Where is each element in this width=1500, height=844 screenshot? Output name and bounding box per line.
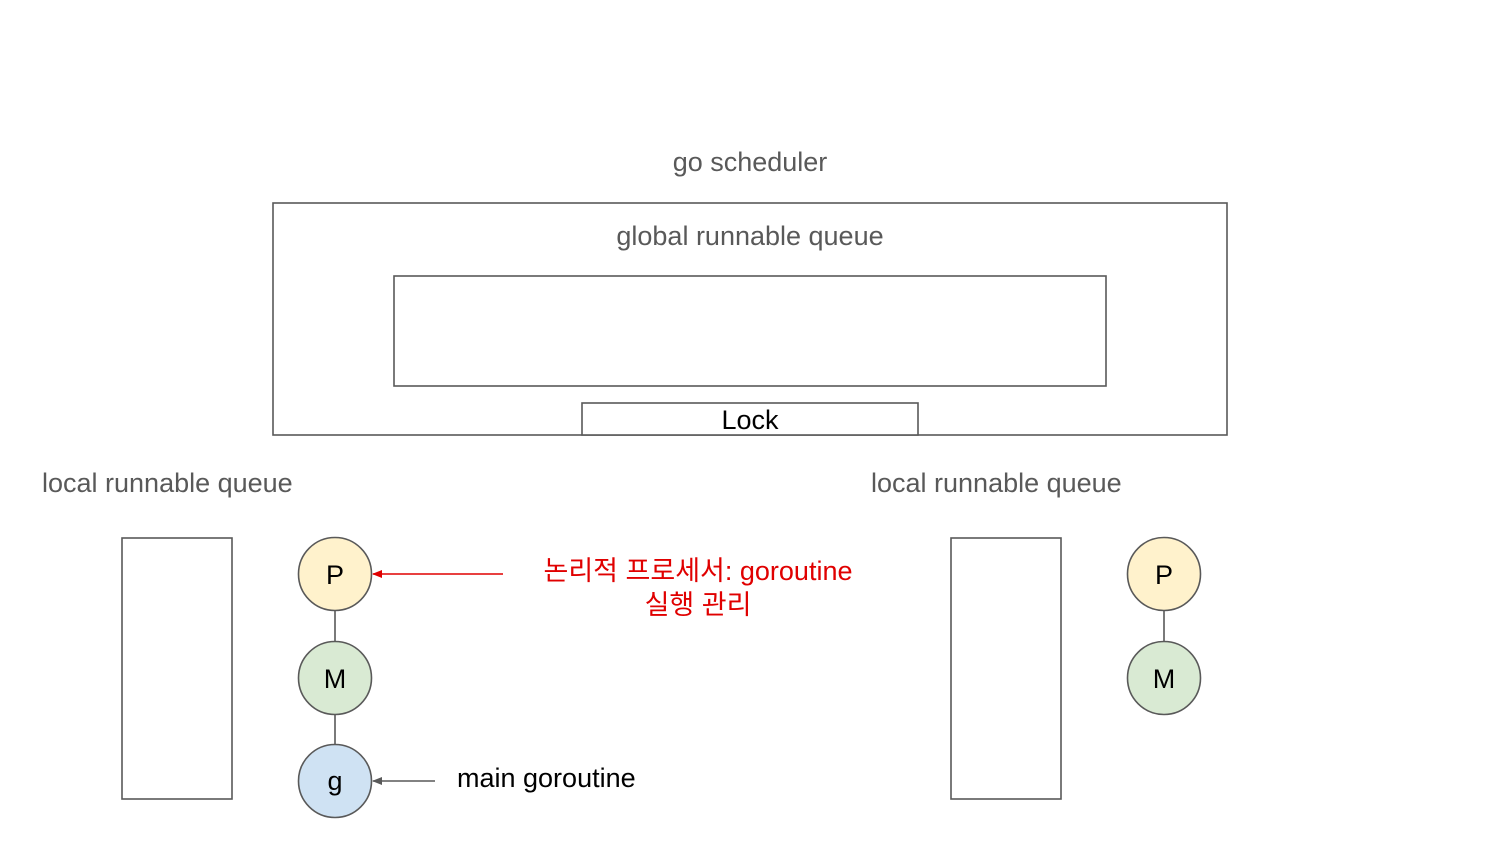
left-p-node: P [297,536,373,612]
processor-note-line1: 논리적 프로세서: goroutine [544,556,853,586]
global-queue-label: global runnable queue [616,221,883,251]
left-g-node: g [297,743,373,819]
left-g-circle [297,743,373,819]
left-local-queue-box [121,537,233,800]
left-m-label: M [324,664,347,694]
left-g-label: g [327,766,342,796]
left-m-circle [297,640,373,716]
right-m-circle [1126,640,1202,716]
lock-box [581,402,919,436]
right-p-node: P [1126,536,1202,612]
right-m-label: M [1153,664,1176,694]
right-local-queue-box [950,537,1062,800]
global-queue-box [393,275,1107,387]
left-p-label: P [326,560,344,590]
right-local-queue-label: local runnable queue [871,468,1122,498]
lock-label: Lock [721,405,779,435]
processor-note-line2: 실행 관리 [645,590,752,620]
right-p-circle [1126,536,1202,612]
scheduler-title: go scheduler [673,147,828,177]
left-m-node: M [297,640,373,716]
main-goroutine-label: main goroutine [457,763,636,793]
left-local-queue-label: local runnable queue [42,468,293,498]
right-m-node: M [1126,640,1202,716]
right-p-label: P [1155,560,1173,590]
left-p-circle [297,536,373,612]
